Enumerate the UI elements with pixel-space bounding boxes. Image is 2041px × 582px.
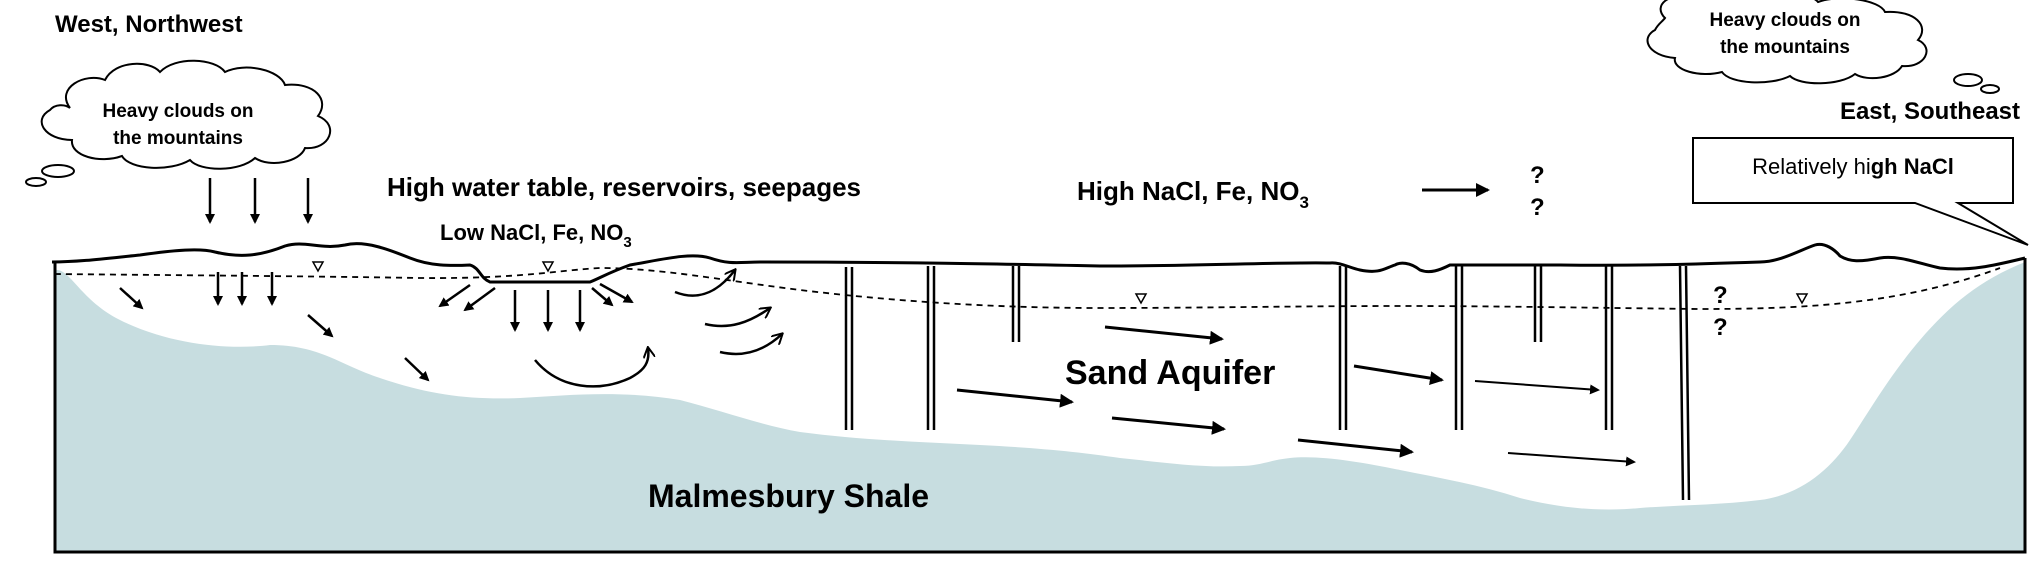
- low-nacl-label: Low NaCl, Fe, NO3: [440, 220, 632, 251]
- malmesbury-shale-label: Malmesbury Shale: [648, 478, 929, 514]
- aquifer-flow-arrows-thin: [1474, 380, 1636, 467]
- water-table-marker: [541, 261, 555, 273]
- question-mark-top: ?: [1530, 162, 1545, 189]
- curved-flow-arrows: [534, 270, 782, 388]
- water-table: [54, 267, 2001, 310]
- water-table-marker: [1795, 293, 1809, 305]
- high-nacl-label: High NaCl, Fe, NO3: [1077, 176, 1309, 212]
- land-surface: [51, 242, 2026, 284]
- water-table-marker: [1134, 293, 1148, 305]
- high-water-table-label: High water table, reservoirs, seepages: [387, 172, 861, 202]
- question-mark-bottom: ?: [1530, 194, 1545, 221]
- malmesbury-shale-body: [55, 262, 2025, 552]
- rain-arrows: [205, 178, 313, 224]
- aquifer-flow-arrows: [956, 325, 1444, 458]
- callout-text: Relatively high NaCl: [1752, 154, 1954, 179]
- cloud-right-label-line1: Heavy clouds on: [1710, 10, 1861, 31]
- callout-box: [1692, 137, 2029, 246]
- question-mark-right-bottom: ?: [1713, 314, 1728, 341]
- sand-aquifer-label: Sand Aquifer: [1065, 354, 1275, 392]
- boreholes: [844, 265, 1691, 501]
- cloud-left-label-line1: Heavy clouds on: [103, 101, 254, 122]
- question-mark-right-top: ?: [1713, 282, 1728, 309]
- water-table-marker: [311, 261, 325, 273]
- east-southeast-label: East, Southeast: [1840, 98, 2020, 125]
- cloud-right-label-line2: the mountains: [1720, 37, 1850, 58]
- cloud-right: [1646, 0, 2000, 94]
- cloud-left: [25, 59, 331, 187]
- cloud-left-label-line2: the mountains: [113, 128, 243, 149]
- infiltration-arrows: [119, 272, 634, 382]
- west-northwest-label: West, Northwest: [55, 11, 243, 38]
- cross-section-frame: [53, 258, 2027, 554]
